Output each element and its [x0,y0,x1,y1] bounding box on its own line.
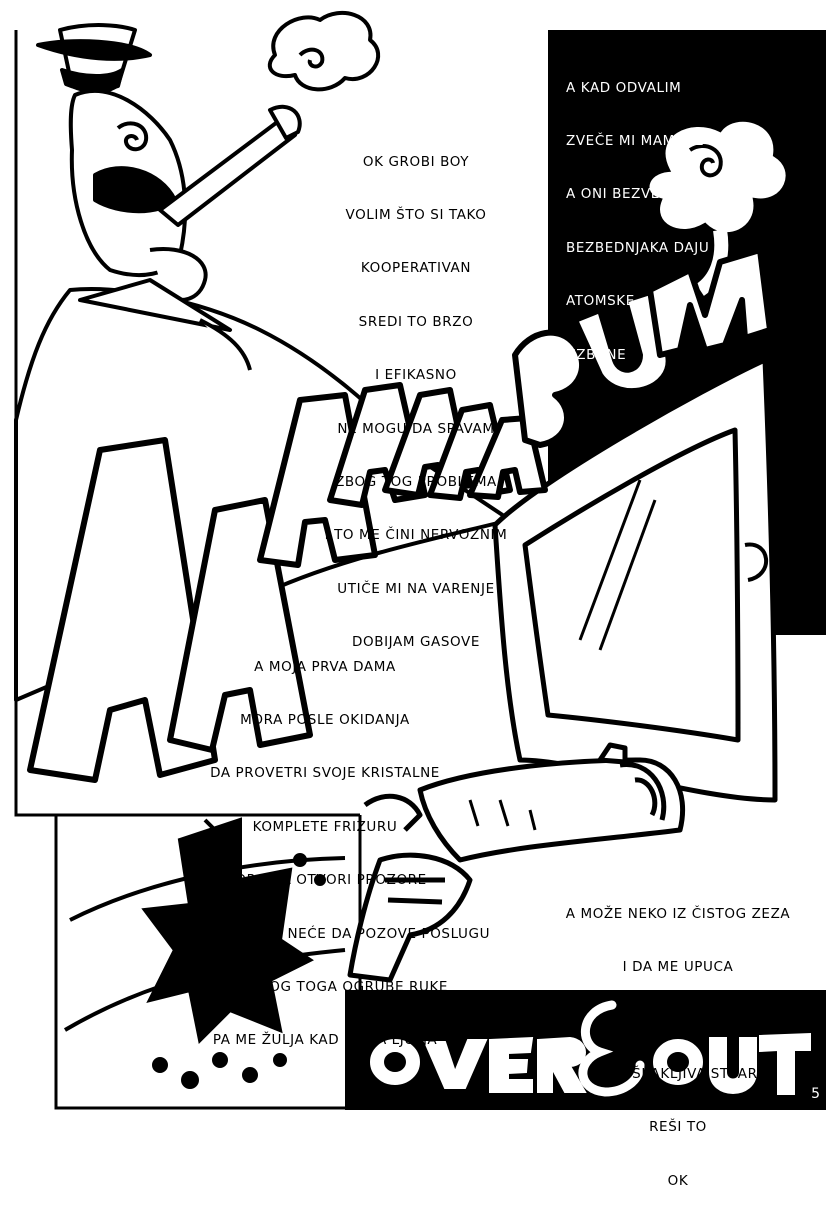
caption-top-right: A KAD ODVALIM ZVEČE MI MAMUZE A ONI BEZV… [566,44,736,400]
caption-line: ATOMSKE [566,293,635,310]
caption-line: BEZBEDNJAKA DAJU [566,239,710,256]
caption-line: MORA POSLE OKIDANJA [240,711,410,728]
caption-line: UZBUNE [566,346,627,363]
caption-line: UTIČE MI NA VARENJE [337,580,495,597]
caption-line: I DA ME UPUCA [622,958,734,975]
caption-line: DA PROVETRI SVOJE KRISTALNE [210,765,440,782]
caption-middle: A MOJA PRVA DAMA MORA POSLE OKIDANJA DA … [145,623,505,1086]
caption-line: A KAD ODVALIM [566,79,682,96]
page-number: 5 [811,1086,820,1102]
explosion-art [63,817,346,1089]
panel-border-lower [54,815,345,1110]
caption-line: PA ME ŽULJA KAD MI GA LJULJA [212,1032,438,1049]
caption-line: SHVATAŠ [645,1012,711,1029]
panel-border-main [14,30,360,817]
caption-line: I EFIKASNO [375,367,457,384]
caption-line: ZBOG TOG PROBLEMA [335,473,497,490]
caption-line: MORA DA OTVORI PROZORE [223,872,427,889]
window-frame [492,357,778,803]
gun [347,742,686,983]
caption-line: PA JOJ ZBOG TOGA OGRUBE RUKE [201,978,449,995]
caption-line: KOOPERATIVAN [360,260,472,277]
comic-page: A KAD ODVALIM ZVEČE MI MAMUZE A ONI BEZV… [14,10,826,1189]
caption-line: A MOŽE NEKO IZ ČISTOG ZEZA [565,905,791,922]
caption-bottom-right: A MOŽE NEKO IZ ČISTOG ZEZA I DA ME UPUCA… [548,870,808,1226]
sfx-ending-art [370,1000,811,1097]
caption-line: OK GROBI BOY [362,153,470,170]
president-character [14,10,512,702]
caption-line: A ONI BEZVEZNJACI OD [566,186,737,203]
caption-line: OK [667,1172,689,1189]
caption-line: A MOJA PRVA DAMA [254,658,396,675]
caption-line: I TO ME ČINI NERVOZNIM [324,527,508,544]
caption-line: DOBIJAM GASOVE [351,634,480,651]
caption-line: NE MOGU DA SPAVAM [337,420,495,437]
caption-line: VOLIM ŠTO SI TAKO [345,206,487,223]
comic-artwork [14,10,826,1110]
caption-line: VRLO JE VREDNA NEĆE DA POZOVE POSLUGU [159,925,491,942]
sfx-bang-art [512,247,773,448]
caption-line: REŠI TO [649,1119,707,1136]
caption-line: BAŠ ŠKAKLJIVA STVAR [598,1065,758,1082]
caption-line: KOMPLETE FRIZURU [252,818,398,835]
caption-line: SREDI TO BRZO [358,313,474,330]
caption-top-center: OK GROBI BOY VOLIM ŠTO SI TAKO KOOPERATI… [300,118,532,688]
caption-line: ZVEČE MI MAMUZE [566,132,705,149]
